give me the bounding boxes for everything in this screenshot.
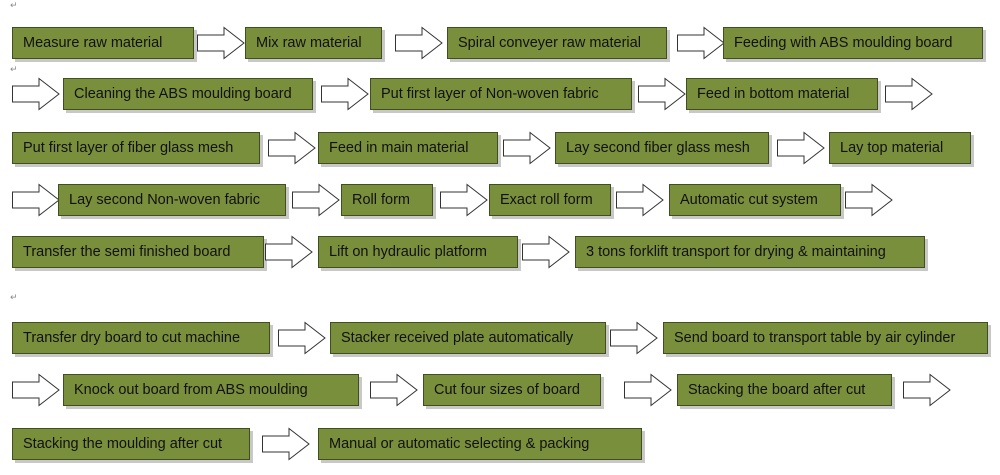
flow-arrow-icon — [885, 77, 933, 111]
step-label: Put first layer of fiber glass mesh — [23, 140, 234, 156]
step-label: Exact roll form — [500, 192, 593, 208]
step-box: Feeding with ABS moulding board — [723, 27, 983, 59]
step-label: Stacker received plate automatically — [341, 330, 574, 346]
step-box: Spiral conveyer raw material — [447, 27, 667, 59]
step-label: Cleaning the ABS moulding board — [74, 86, 292, 102]
step-label: Stacking the moulding after cut — [23, 436, 223, 452]
step-label: Spiral conveyer raw material — [458, 35, 641, 51]
flow-arrow-icon — [292, 183, 340, 217]
step-label: Lift on hydraulic platform — [329, 244, 487, 260]
step-label: Transfer the semi finished board — [23, 244, 231, 260]
step-box: Put first layer of fiber glass mesh — [12, 132, 260, 164]
step-box: Transfer dry board to cut machine — [12, 322, 270, 354]
flow-arrow-icon — [440, 183, 488, 217]
step-box: Lift on hydraulic platform — [318, 236, 518, 268]
step-label: Stacking the board after cut — [688, 382, 866, 398]
flow-arrow-icon — [610, 321, 658, 355]
step-label: Lay top material — [840, 140, 944, 156]
step-box: Send board to transport table by air cyl… — [663, 322, 988, 354]
step-label: Manual or automatic selecting & packing — [329, 436, 590, 452]
step-label: Feed in main material — [329, 140, 469, 156]
step-label: Put first layer of Non-woven fabric — [381, 86, 599, 102]
step-box: Stacking the moulding after cut — [12, 428, 250, 460]
flow-arrow-icon — [522, 235, 570, 269]
step-label: Feeding with ABS moulding board — [734, 35, 953, 51]
step-label: Measure raw material — [23, 35, 163, 51]
step-box: Lay top material — [829, 132, 971, 164]
flow-arrow-icon — [265, 235, 313, 269]
step-box: Stacker received plate automatically — [330, 322, 606, 354]
flow-arrow-icon — [395, 26, 443, 60]
step-label: Knock out board from ABS moulding — [74, 382, 308, 398]
step-box: Lay second fiber glass mesh — [555, 132, 769, 164]
step-label: Lay second Non-woven fabric — [69, 192, 261, 208]
step-box: Knock out board from ABS moulding — [63, 374, 359, 406]
paragraph-mark: ↵ — [10, 1, 18, 11]
step-box: Stacking the board after cut — [677, 374, 892, 406]
flow-arrow-icon — [845, 183, 893, 217]
paragraph-mark: ↵ — [10, 65, 18, 75]
step-label: Mix raw material — [256, 35, 362, 51]
step-box: Cleaning the ABS moulding board — [63, 78, 313, 110]
flow-arrow-icon — [616, 183, 664, 217]
step-box: Exact roll form — [489, 184, 611, 216]
flow-arrow-icon — [197, 26, 245, 60]
flow-arrow-icon — [370, 373, 418, 407]
flow-arrow-icon — [278, 321, 326, 355]
flow-arrow-icon — [777, 131, 825, 165]
step-box: Feed in main material — [318, 132, 498, 164]
step-label: Roll form — [352, 192, 411, 208]
flow-arrow-icon — [903, 373, 951, 407]
flow-arrow-icon — [624, 373, 672, 407]
flow-arrow-icon — [12, 373, 60, 407]
flow-arrow-icon — [321, 77, 369, 111]
step-label: Transfer dry board to cut machine — [23, 330, 241, 346]
step-label: Feed in bottom material — [697, 86, 850, 102]
paragraph-mark: ↵ — [10, 293, 18, 303]
step-box: Lay second Non-woven fabric — [58, 184, 286, 216]
step-box: Put first layer of Non-woven fabric — [370, 78, 632, 110]
step-label: Cut four sizes of board — [434, 382, 580, 398]
step-box: Cut four sizes of board — [423, 374, 601, 406]
flow-arrow-icon — [262, 427, 310, 461]
step-box: Roll form — [341, 184, 433, 216]
step-box: 3 tons forklift transport for drying & m… — [575, 236, 925, 268]
step-box: Automatic cut system — [669, 184, 841, 216]
step-label: Send board to transport table by air cyl… — [674, 330, 956, 346]
step-label: Lay second fiber glass mesh — [566, 140, 750, 156]
flow-arrow-icon — [638, 77, 686, 111]
flow-arrow-icon — [12, 77, 60, 111]
step-box: Transfer the semi finished board — [12, 236, 264, 268]
flow-arrow-icon — [268, 131, 316, 165]
step-box: Measure raw material — [12, 27, 194, 59]
step-label: Automatic cut system — [680, 192, 818, 208]
flow-arrow-icon — [12, 183, 60, 217]
step-box: Feed in bottom material — [686, 78, 878, 110]
step-box: Manual or automatic selecting & packing — [318, 428, 642, 460]
step-label: 3 tons forklift transport for drying & m… — [586, 244, 886, 260]
step-box: Mix raw material — [245, 27, 382, 59]
flow-arrow-icon — [677, 26, 725, 60]
flow-arrow-icon — [503, 131, 551, 165]
